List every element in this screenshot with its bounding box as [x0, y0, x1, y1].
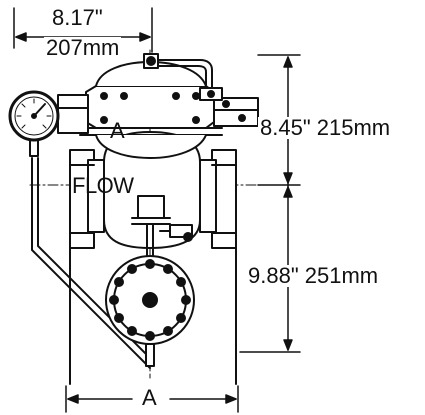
dimension-lines	[13, 7, 301, 413]
flow-label: FLOW	[72, 173, 134, 198]
section-mark-bottom: A	[140, 385, 159, 410]
dimension-right-lower: 9.88" 251mm	[246, 263, 381, 288]
pilot-cover	[105, 255, 195, 367]
section-mark-top: A	[110, 118, 125, 143]
dimension-top-inches: 8.17"	[52, 5, 103, 30]
actuator-housing	[29, 53, 259, 159]
valve-body	[69, 131, 237, 385]
pressure-gauge-icon	[8, 90, 60, 142]
dimension-top-mm: 207mm	[44, 35, 122, 60]
dimension-right-upper: 8.45" 215mm	[258, 115, 393, 140]
